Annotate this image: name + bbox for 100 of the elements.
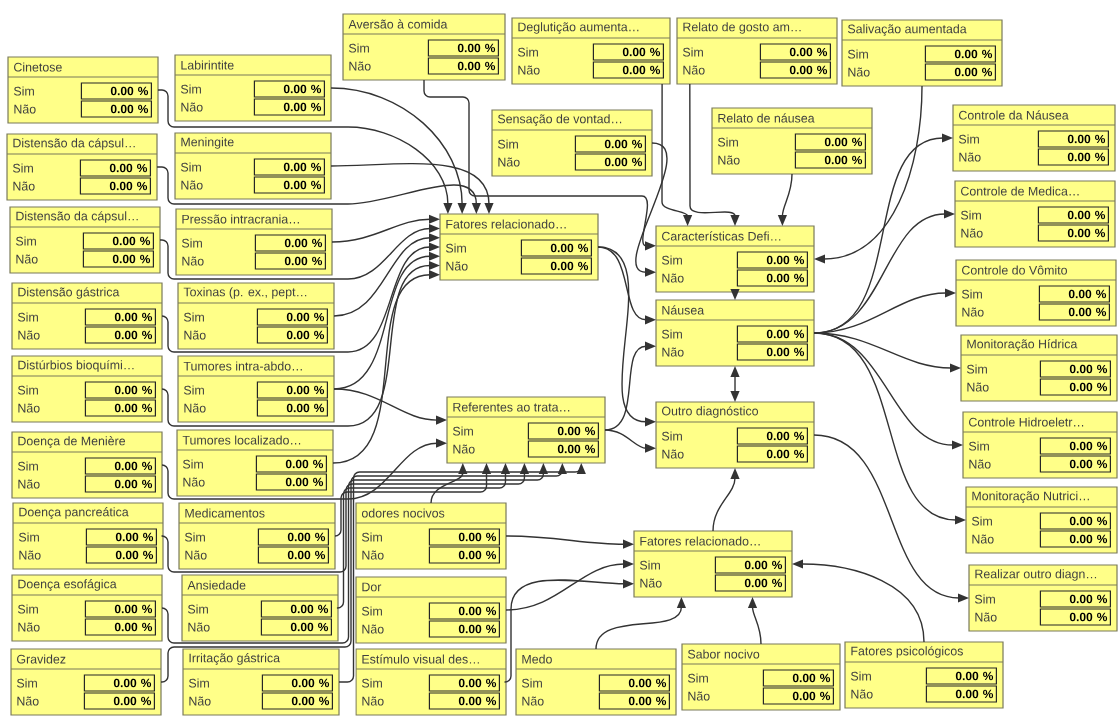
value-field: 0.00 % <box>261 692 333 710</box>
arrow <box>505 535 634 549</box>
value-field: 0.00 % <box>254 234 326 252</box>
state-label: Sim <box>682 47 703 57</box>
state-label: Não <box>975 612 997 622</box>
value-field: 0.00 % <box>759 61 831 79</box>
value-field: 0.00 % <box>84 399 156 417</box>
state-label: Sim <box>517 47 538 57</box>
state-label: Não <box>362 696 384 706</box>
state-label: Não <box>362 550 384 560</box>
value-field: 0.00 % <box>1039 608 1111 626</box>
state-label: Sim <box>521 678 542 688</box>
value-field: 0.00 % <box>256 326 328 344</box>
value-field: 0.00 % <box>83 692 155 710</box>
arrow <box>661 83 693 226</box>
state-label: Sim <box>180 84 201 94</box>
value-field: 0.00 % <box>257 546 329 564</box>
value-field: 0.00 % <box>925 667 997 685</box>
value-field: 0.00 % <box>79 159 151 177</box>
arrow <box>595 597 686 650</box>
state-label: Não <box>349 61 371 71</box>
arrow <box>333 388 447 425</box>
value-field: 0.00 % <box>1039 360 1111 378</box>
state-label: Sim <box>971 516 992 526</box>
value-field: 0.00 % <box>1037 148 1109 166</box>
value-field: 0.00 % <box>1039 530 1111 548</box>
value-field: 0.00 % <box>427 39 499 57</box>
state-label: Não <box>185 550 207 560</box>
value-field: 0.00 % <box>924 45 996 63</box>
value-field: 0.00 % <box>257 528 329 546</box>
value-field: 0.00 % <box>82 250 154 268</box>
arrow <box>423 79 656 251</box>
state-label: Sim <box>661 329 682 339</box>
value-field: 0.00 % <box>1037 224 1109 242</box>
arrow <box>814 85 923 264</box>
value-field: 0.00 % <box>1038 303 1110 321</box>
state-label: Não <box>498 157 520 167</box>
value-field: 0.00 % <box>84 308 156 326</box>
value-field: 0.00 % <box>260 600 332 618</box>
arrow <box>330 87 467 214</box>
state-label: Não <box>662 449 684 459</box>
value-field: 0.00 % <box>253 98 325 116</box>
value-field: 0.00 % <box>592 43 664 61</box>
value-field: 0.00 % <box>759 43 831 61</box>
value-field: 0.00 % <box>428 620 500 638</box>
state-label: Sim <box>497 139 518 149</box>
value-field: 0.00 % <box>428 674 500 692</box>
value-field: 0.00 % <box>253 158 325 176</box>
state-label: Não <box>961 228 983 238</box>
value-field: 0.00 % <box>84 475 156 493</box>
state-label: Não <box>184 330 206 340</box>
arrow <box>792 559 925 643</box>
arrow <box>334 463 492 537</box>
value-field: 0.00 % <box>1039 590 1111 608</box>
state-label: Não <box>851 689 873 699</box>
value-field: 0.00 % <box>1037 130 1109 148</box>
state-label: Sim <box>184 532 205 542</box>
state-label: Sim <box>17 312 38 322</box>
state-label: Sim <box>974 594 995 604</box>
value-field: 0.00 % <box>736 251 808 269</box>
state-label: Não <box>972 534 994 544</box>
arrow <box>336 463 511 609</box>
state-label: Não <box>362 624 384 634</box>
state-label: Não <box>662 273 684 283</box>
state-label: Sim <box>687 673 708 683</box>
state-label: Sim <box>717 137 738 147</box>
state-label: Não <box>184 403 206 413</box>
state-label: Sim <box>15 236 36 246</box>
value-field: 0.00 % <box>1037 206 1109 224</box>
state-label: Sim <box>639 560 660 570</box>
value-field: 0.00 % <box>253 80 325 98</box>
value-field: 0.00 % <box>260 618 332 636</box>
arrow <box>330 163 494 214</box>
value-field: 0.00 % <box>592 61 664 79</box>
value-field: 0.00 % <box>527 440 599 458</box>
state-label: Sim <box>17 604 38 614</box>
value-field: 0.00 % <box>527 422 599 440</box>
value-field: 0.00 % <box>520 257 592 275</box>
state-label: Não <box>19 550 41 560</box>
arrow <box>504 579 634 683</box>
state-label: Não <box>453 444 475 454</box>
state-label: Sim <box>361 532 382 542</box>
state-label: Sim <box>850 671 871 681</box>
arrow <box>813 434 969 603</box>
value-field: 0.00 % <box>736 269 808 287</box>
value-field: 0.00 % <box>428 546 500 564</box>
value-field: 0.00 % <box>714 556 786 574</box>
value-field: 0.00 % <box>574 153 646 171</box>
value-field: 0.00 % <box>85 528 157 546</box>
state-label: Sim <box>348 43 369 53</box>
state-label: Sim <box>361 606 382 616</box>
arrow <box>331 214 440 243</box>
arrow <box>689 83 740 226</box>
value-field: 0.00 % <box>255 455 327 473</box>
state-label: Não <box>181 102 203 112</box>
state-label: Não <box>181 180 203 190</box>
value-field: 0.00 % <box>736 445 808 463</box>
value-field: 0.00 % <box>261 674 333 692</box>
state-label: Não <box>18 479 40 489</box>
value-field: 0.00 % <box>428 602 500 620</box>
